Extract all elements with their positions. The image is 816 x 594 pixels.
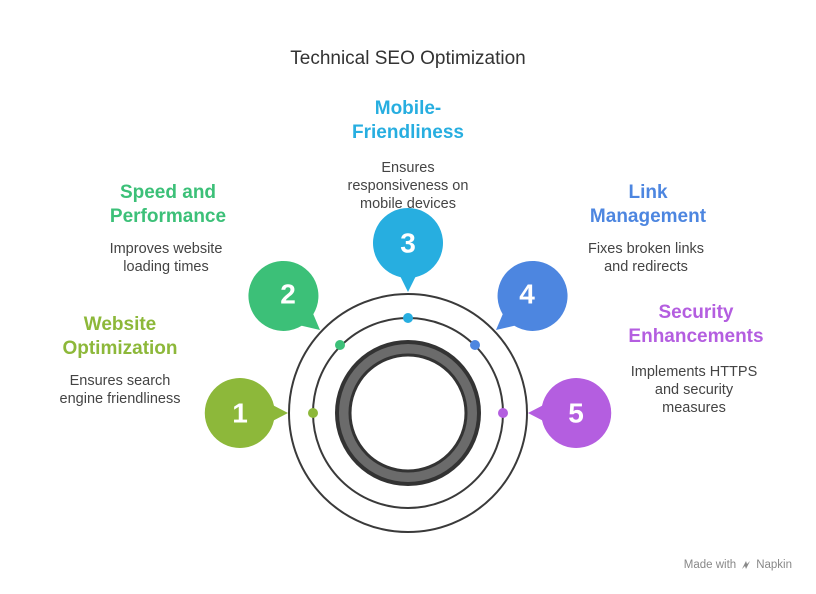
step-1-heading: Website Optimization	[62, 314, 178, 359]
step-5-description: Implements HTTPS and security measures	[630, 364, 758, 416]
watermark-brand: Napkin	[756, 559, 792, 571]
napkin-watermark: Made with Napkin	[684, 559, 792, 571]
outer-ring	[288, 293, 528, 533]
step-1-number: 1	[232, 398, 248, 429]
center-rings	[288, 293, 528, 533]
step-5-number: 5	[568, 398, 584, 429]
step-3-heading: Mobile- Friendliness	[352, 98, 464, 143]
step-2-bubble	[248, 260, 320, 331]
core-center	[348, 353, 468, 473]
step-5-dot	[498, 408, 508, 418]
step-5-marker: 5	[498, 377, 612, 448]
step-1-bubble	[204, 377, 288, 448]
step-4-bubble	[496, 260, 568, 331]
napkin-logo-icon	[742, 561, 751, 569]
step-1-description: Ensures search engine friendliness	[59, 373, 181, 407]
step-2-marker: 2	[248, 260, 345, 350]
watermark-prefix: Made with	[683, 559, 737, 571]
step-4-description: Fixes broken links and redirects	[587, 241, 705, 275]
step-2-dot	[335, 340, 345, 350]
step-3-description: Ensures responsiveness on mobile devices	[347, 160, 469, 212]
step-3-marker: 3	[373, 207, 443, 323]
step-4-dot	[470, 340, 480, 350]
step-3-number: 3	[400, 228, 416, 259]
step-3-dot	[403, 313, 413, 323]
step-3-bubble	[373, 207, 443, 292]
step-4-number: 4	[519, 279, 535, 310]
step-4-marker: 4	[470, 260, 568, 350]
step-2-heading: Speed and Performance	[109, 182, 227, 227]
step-2-number: 2	[280, 279, 296, 310]
step-1-marker: 1	[204, 377, 318, 448]
diagram-title: Technical SEO Optimization	[290, 48, 526, 69]
step-5-heading: Security Enhancements	[628, 302, 764, 347]
step-1-dot	[308, 408, 318, 418]
step-4-heading: Link Management	[589, 182, 707, 227]
step-2-description: Improves website loading times	[109, 241, 223, 275]
step-5-bubble	[528, 377, 612, 448]
